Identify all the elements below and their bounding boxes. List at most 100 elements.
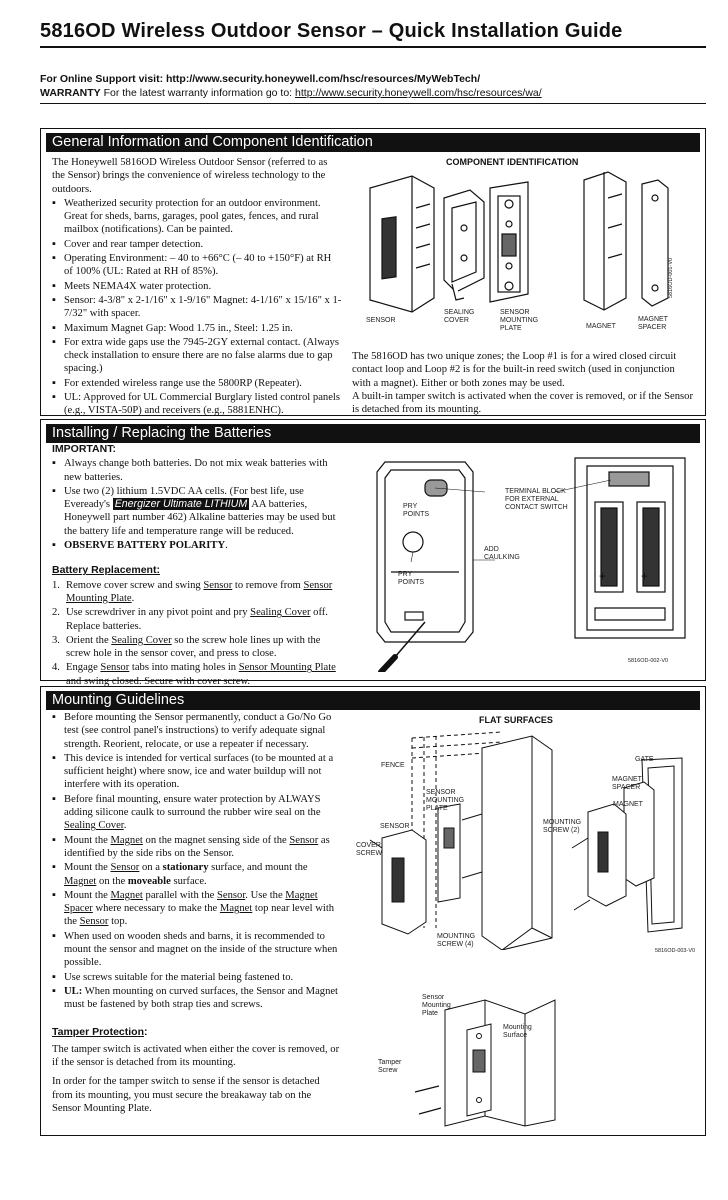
- list-item: Maximum Magnet Gap: Wood 1.75 in., Steel…: [52, 322, 342, 336]
- tamper-heading-text: Tamper Protection: [52, 1025, 144, 1038]
- bullet-text: Mount the: [64, 862, 111, 874]
- step-text: Orient the: [66, 634, 112, 646]
- bullet-text: parallel with the: [142, 889, 218, 901]
- zones-text: The 5816OD has two unique zones; the Loo…: [352, 351, 677, 389]
- label-sensor-2: SENSOR: [380, 823, 410, 830]
- header-rule: [40, 103, 706, 104]
- list-item: Cover and rear tamper detection.: [52, 238, 342, 252]
- list-item: Mount the Magnet on the magnet sensing s…: [52, 834, 342, 861]
- step-term: Sealing Cover: [111, 634, 172, 646]
- list-item: For extended wireless range use the 5800…: [52, 377, 342, 391]
- step-text: off. Replace batteries.: [66, 607, 328, 632]
- flat-surfaces-caption: FLAT SURFACES: [479, 715, 553, 725]
- list-item: Before final mounting, ensure water prot…: [52, 793, 342, 833]
- list-item: Mount the Sensor on a stationary surface…: [52, 861, 342, 888]
- label-mounting-screw-2: MOUNTING SCREW (2): [543, 819, 582, 834]
- step-number: 1.: [52, 579, 60, 591]
- label-tamper-screw: Tamper Screw: [378, 1059, 402, 1074]
- general-bullets: Weatherized security protection for an o…: [52, 197, 342, 418]
- step-term: Sensor Mounting Plate: [238, 662, 336, 674]
- list-item: Use screws suitable for the material bei…: [52, 971, 342, 985]
- warranty-link[interactable]: http://www.security.honeywell.com/hsc/re…: [295, 87, 542, 99]
- bullet-text: .: [123, 820, 127, 832]
- list-item: Before mounting the Sensor permanently, …: [52, 711, 342, 751]
- list-item: Sensor: 4-3/8" x 2-1/16" x 1-9/16" Magne…: [52, 294, 342, 321]
- general-heading: General Information and Component Identi…: [46, 133, 700, 152]
- step-text: tabs into mating holes in: [129, 662, 239, 674]
- bullet-emphasis: moveable: [127, 875, 171, 887]
- tamper-text: A built-in tamper switch is activated wh…: [352, 391, 693, 416]
- label-pry-points-1: PRY POINTS: [403, 503, 430, 518]
- bullet-term: Magnet: [110, 834, 143, 846]
- list-item: Always change both batteries. Do not mix…: [52, 457, 342, 484]
- bullet-text: where necessary to make the: [92, 903, 220, 915]
- bullet-term: Magnet: [110, 889, 143, 901]
- replacement-steps: 1. Remove cover screw and swing Sensor to…: [52, 579, 342, 688]
- batteries-text: IMPORTANT: Always change both batteries.…: [52, 443, 342, 689]
- mounting-text: Before mounting the Sensor permanently, …: [52, 711, 342, 1116]
- polarity-warning: OBSERVE BATTERY POLARITY: [64, 540, 226, 552]
- bullet-text: surface, and mount the: [208, 862, 308, 874]
- step-text: Remove cover screw and swing: [66, 579, 204, 591]
- replacement-heading: Battery Replacement:: [52, 564, 160, 577]
- list-item: For extra wide gaps use the 7945-2GY ext…: [52, 336, 342, 376]
- list-item: When used on wooden sheds and barns, it …: [52, 930, 342, 970]
- replacement-step: 3. Orient the Sealing Cover so the screw …: [52, 634, 342, 661]
- label-sensor-mounting-plate-2: Sensor Mounting Plate: [422, 994, 451, 1017]
- step-number: 3.: [52, 634, 60, 646]
- bullet-term: Sensor: [289, 834, 319, 846]
- bullet-term: Magnet: [64, 875, 97, 887]
- support-line: For Online Support visit: http://www.sec…: [40, 73, 481, 85]
- general-section: General Information and Component Identi…: [40, 128, 706, 416]
- sensor-body-shape: [369, 175, 435, 313]
- step-text: to remove from: [232, 579, 304, 591]
- label-mounting-plate: SENSOR MOUNTING PLATE: [500, 309, 539, 332]
- bullet-term: Sealing Cover: [64, 820, 124, 832]
- mounting-section: Mounting Guidelines: [40, 686, 706, 1136]
- bullet-text: surface.: [170, 875, 207, 887]
- bullet-term: Magnet Spacer: [64, 889, 318, 915]
- bullet-text: . Use the: [245, 889, 286, 901]
- step-text: Use screwdriver in any pivot point and p…: [66, 607, 251, 619]
- bullet-term: Magnet: [219, 903, 253, 915]
- step-text: so the screw hole lines up with the scre…: [66, 634, 321, 660]
- bullet-text: Mount the: [64, 889, 111, 901]
- fig-code-1: 5816OD-001-V0: [668, 257, 674, 298]
- label-terminal-block: TERMINAL BLOCK FOR EXTERNAL CONTACT SWIT…: [505, 488, 568, 511]
- list-item: Operating Environment: – 40 to +66°C (– …: [52, 252, 342, 279]
- title-rule: [40, 46, 706, 48]
- bullet-text: Mount the: [64, 834, 111, 846]
- list-item: Meets NEMA4X water protection.: [52, 280, 342, 294]
- fig-code-2: 5816OD-002-V0: [628, 658, 669, 664]
- step-term: Sealing Cover: [250, 607, 311, 619]
- bullet-emphasis: UL:: [64, 985, 83, 997]
- label-sensor-mounting-plate: SENSOR MOUNTING PLATE: [426, 789, 465, 812]
- warranty-line: WARRANTY For the latest warranty informa…: [40, 87, 542, 99]
- step-term: Sensor: [203, 579, 233, 591]
- batteries-section: Installing / Replacing the Batteries: [40, 419, 706, 681]
- step-text: Engage: [66, 662, 101, 674]
- mounting-bullets: Before mounting the Sensor permanently, …: [52, 711, 342, 1012]
- step-text: and swing closed. Secure with cover scre…: [66, 675, 251, 687]
- replacement-step: 1. Remove cover screw and swing Sensor to…: [52, 579, 342, 606]
- bullet-text: Before final mounting, ensure water prot…: [64, 793, 321, 819]
- warranty-word: WARRANTY: [40, 87, 101, 99]
- bullet-text: AA batteries, Honeywell part number 462)…: [64, 499, 336, 537]
- label-cover-screw: COVER SCREW: [356, 842, 383, 857]
- brand-highlight: Energizer Ultimate LITHIUM: [112, 498, 250, 511]
- label-mounting-surface: Mounting Surface: [503, 1024, 532, 1039]
- mounting-heading: Mounting Guidelines: [46, 691, 700, 710]
- label-fence: FENCE: [381, 762, 405, 769]
- bullet-text: When mounting on curved surfaces, the Se…: [64, 985, 339, 1011]
- step-number: 4.: [52, 662, 60, 674]
- bullet-text: top near level with the: [64, 903, 335, 928]
- bullet-text: top.: [108, 916, 128, 928]
- bullet-term: Sensor: [110, 862, 140, 874]
- replacement-step: 4.Engage Sensor tabs into mating holes i…: [52, 661, 342, 688]
- general-intro: The Honeywell 5816OD Wireless Outdoor Se…: [52, 157, 328, 195]
- step-text: .: [131, 592, 135, 604]
- label-magnet: MAGNET: [586, 323, 616, 330]
- bullet-text: on the magnet sensing side of the: [142, 834, 290, 846]
- bullet-text: on the: [96, 875, 128, 887]
- bullet-text: as identified by the side ribs on the Se…: [64, 834, 330, 859]
